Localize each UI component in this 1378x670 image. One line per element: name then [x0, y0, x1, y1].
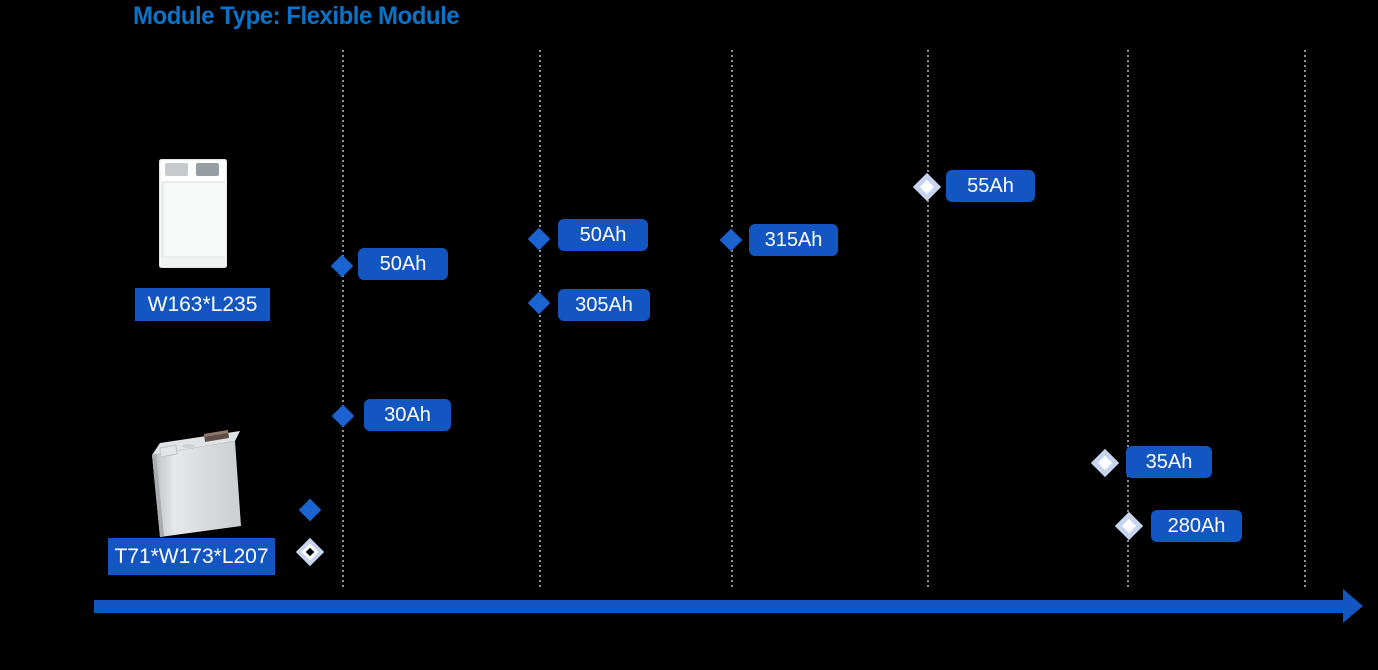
- solid-diamond-icon: [527, 291, 551, 315]
- milestone-label: 280Ah: [1151, 510, 1242, 542]
- timeline-gridline: [1127, 50, 1129, 588]
- solid-diamond-icon: [331, 404, 355, 428]
- module-dimensions-label: W163*L235: [135, 288, 270, 321]
- timeline-gridline: [731, 50, 733, 588]
- timeline-gridline: [539, 50, 541, 588]
- milestone-label: 50Ah: [358, 248, 448, 280]
- milestone-label: 35Ah: [1126, 446, 1212, 478]
- timeline-gridline: [927, 50, 929, 588]
- page-title: Module Type: Flexible Module: [133, 2, 460, 30]
- milestone-label: 30Ah: [364, 399, 451, 431]
- cell-dimensions-label: T71*W173*L207: [108, 538, 275, 575]
- milestone-label: 50Ah: [558, 219, 648, 251]
- solid-diamond-icon: [298, 498, 322, 522]
- milestone-label: 55Ah: [946, 170, 1035, 202]
- solid-diamond-icon: [527, 227, 551, 251]
- timeline-gridline: [1304, 50, 1306, 588]
- hollow-diamond-icon: [295, 537, 325, 567]
- milestone-label: 305Ah: [558, 289, 650, 321]
- battery-cell-image: [152, 430, 241, 537]
- hollow-diamond-icon: [912, 172, 942, 202]
- timeline-gridline: [342, 50, 344, 588]
- solid-diamond-icon: [719, 228, 743, 252]
- milestone-label: 315Ah: [749, 224, 838, 256]
- timeline-arrow: [94, 600, 1343, 613]
- hollow-diamond-icon: [1090, 448, 1120, 478]
- solid-diamond-icon: [330, 254, 354, 278]
- timeline-arrow-head-icon: [1343, 589, 1363, 623]
- hollow-diamond-icon: [1114, 511, 1144, 541]
- battery-module-image: [159, 159, 227, 268]
